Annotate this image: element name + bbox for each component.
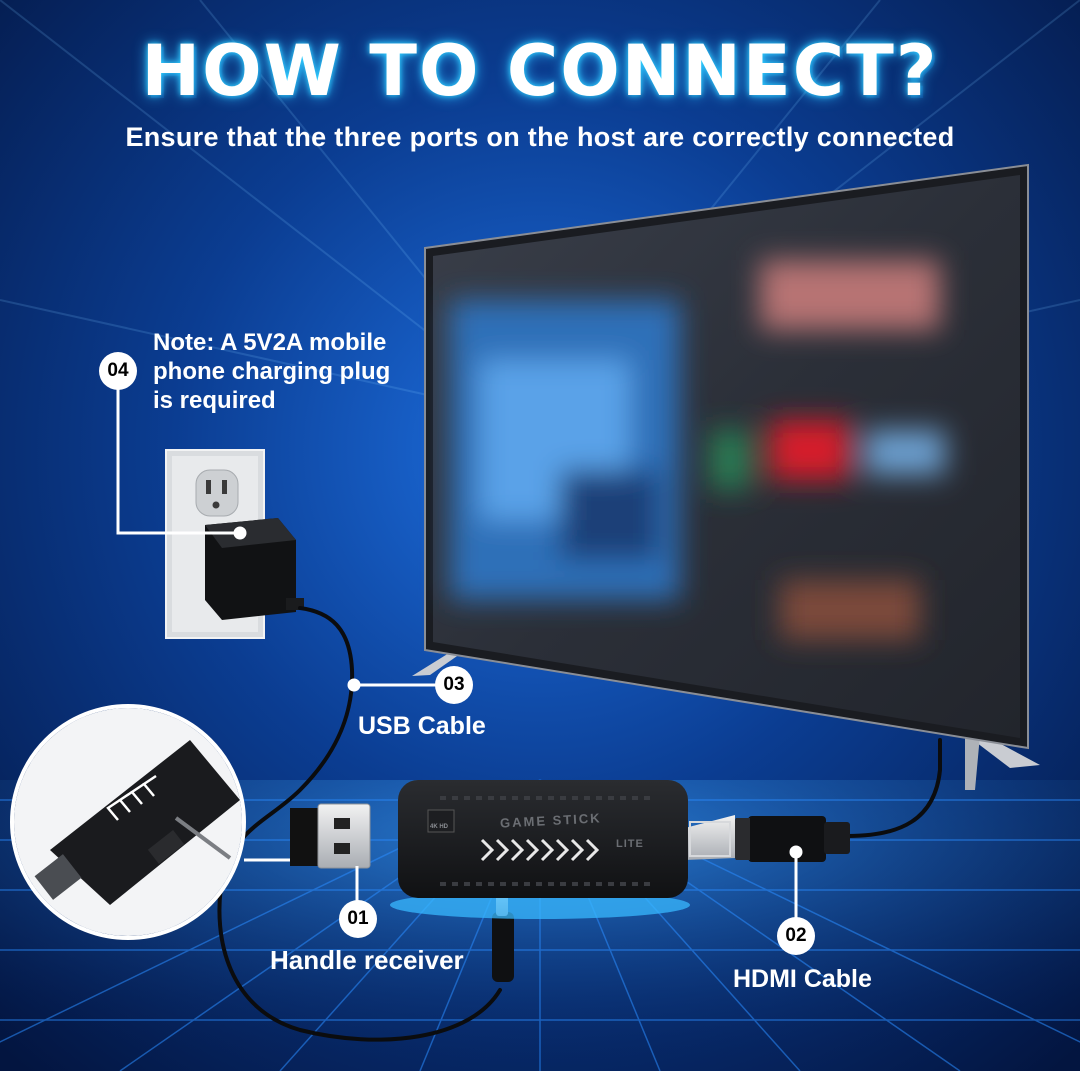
zoom-detail xyxy=(10,704,246,940)
tv-illustration xyxy=(412,163,1040,790)
step-03-badge: 03 xyxy=(435,666,473,704)
hdmi-connector xyxy=(730,816,850,862)
page-subtitle: Ensure that the three ports on the host … xyxy=(125,122,955,152)
step-02-badge: 02 xyxy=(777,917,815,955)
handle-receiver-label: Handle receiver xyxy=(270,945,464,975)
wall-outlet xyxy=(165,449,304,639)
charging-note: Note: A 5V2A mobile phone charging plug … xyxy=(153,328,413,415)
note-line-1: Note: A 5V2A mobile xyxy=(153,329,387,356)
handle-receiver-dongle xyxy=(290,803,371,869)
note-line-3: is required xyxy=(153,387,276,414)
step-01-badge: 01 xyxy=(339,900,377,938)
device-badge-text: 4K HD xyxy=(430,824,449,830)
page-title: HOW TO CONNECT? xyxy=(141,30,939,112)
hdmi-cable-label: HDMI Cable xyxy=(733,965,872,993)
device-model-text: LITE xyxy=(616,838,644,850)
note-line-2: phone charging plug xyxy=(153,358,391,385)
usb-cable-label: USB Cable xyxy=(358,712,486,740)
game-stick xyxy=(390,780,735,919)
step-04-badge: 04 xyxy=(99,352,137,390)
